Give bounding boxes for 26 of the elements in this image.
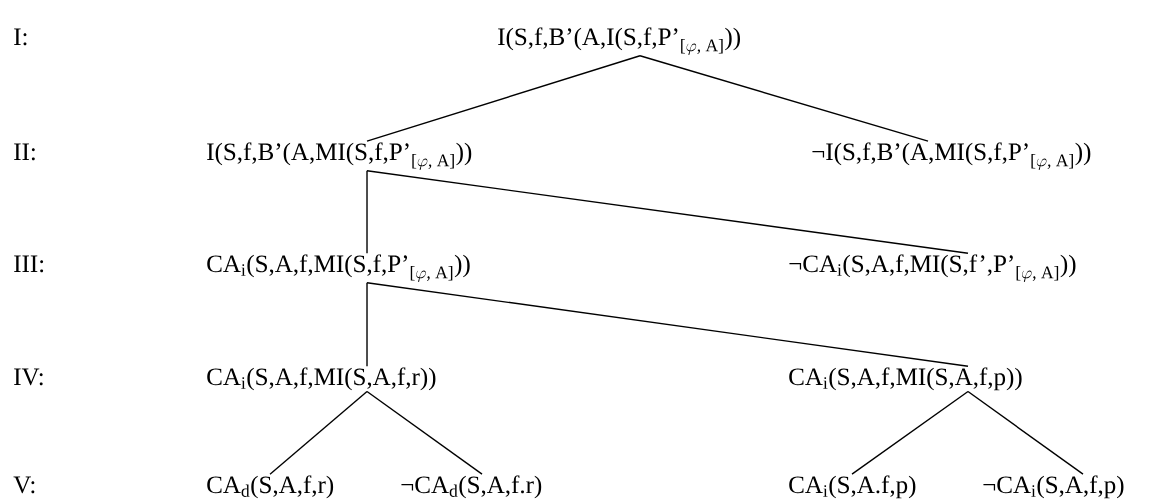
tree-line	[269, 390, 368, 475]
tree-line	[366, 282, 969, 367]
tree-line	[366, 282, 368, 367]
tree-line	[366, 170, 969, 254]
level-label: II:	[14, 143, 35, 161]
formula-text: $\text{I(S,f,B'(A,MI(S,f,P’}_{\text{[}\varphi\text{, A]}}\text{))}$	[207, 142, 472, 170]
level-label: IV:	[14, 368, 43, 386]
level-label: I:	[14, 28, 27, 46]
tree-line	[366, 170, 368, 254]
level-label: III:	[14, 255, 44, 273]
level-label: V:	[13, 476, 35, 494]
formula-text: $\text{CA}_{\text{i}}\text{(S,A,f,MI(S,f,P’}_{\text{[}\varphi\text{, A]}}\text{))}$	[207, 254, 470, 282]
formula-text: $\text{¬CA}_{\text{i}}\text{(S,A,f,MI(S,f',P’}_{\text{[}\varphi\text{, A]}}\text{))}$	[789, 254, 1076, 282]
formula-text: CA$_{i}$(S,A,f,MI(S,A,f,p))	[789, 367, 1022, 391]
formula-text: $\text{I(S,f,B'(A,I(S,f,P’}_{\text{[}\varphi\text{, A]}}\text{))}$	[498, 27, 740, 55]
tree-line	[366, 390, 483, 475]
formula-text: CA$_{d}$(S,A,f,r)	[207, 475, 334, 499]
tree-line	[639, 55, 929, 142]
formula-text: $\text{¬I(S,f,B'(A,MI(S,f,P’}_{\text{[}\varphi\text{, A]}}\text{))}$	[812, 142, 1091, 170]
tree-line	[967, 390, 1084, 475]
formula-text: ¬CA$_{i}$(S,A,f,p)	[983, 475, 1124, 499]
tree-line	[366, 55, 641, 142]
formula-text: CA$_{i}$(S,A,f,MI(S,A,f,r))	[207, 367, 436, 391]
formula-text: CA$_{i}$(S,A.f,p)	[789, 475, 916, 499]
formula-text: ¬CA$_{d}$(S,A,f.r)	[401, 475, 542, 499]
tree-line	[851, 390, 969, 475]
